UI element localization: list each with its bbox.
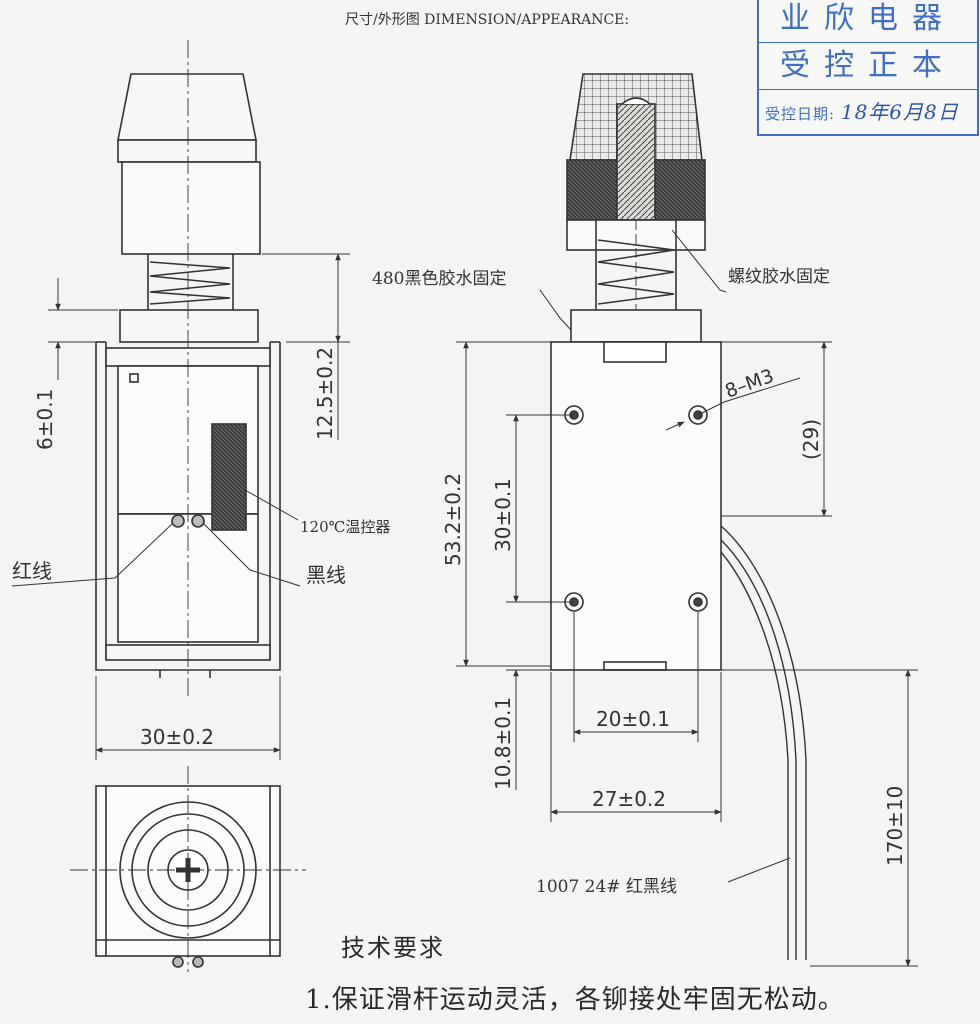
stamp-status: 受控正本 bbox=[759, 43, 977, 90]
tech-requirements-title: 技术要求 bbox=[341, 934, 445, 962]
label-thread-glue: 螺纹胶水固定 bbox=[728, 267, 830, 287]
dim-53-2: 53.2±0.2 bbox=[441, 473, 465, 566]
label-wire-spec: 1007 24# 红黑线 bbox=[536, 877, 677, 897]
label-black-wire: 黑线 bbox=[306, 563, 346, 587]
label-glue-480: 480黑色胶水固定 bbox=[372, 269, 506, 289]
front-view bbox=[95, 40, 281, 700]
bottom-view bbox=[70, 766, 306, 972]
dim-8-m3: 8–M3 bbox=[722, 365, 777, 403]
header-title: 尺寸/外形图 DIMENSION/APPEARANCE: bbox=[345, 12, 629, 28]
front-view-dimensions bbox=[11, 253, 350, 760]
dim-27: 27±0.2 bbox=[592, 787, 666, 811]
dim-10-8: 10.8±0.1 bbox=[491, 697, 515, 790]
side-view bbox=[550, 73, 807, 960]
dim-20: 20±0.1 bbox=[596, 707, 670, 731]
dim-170: 170±10 bbox=[883, 786, 907, 866]
label-thermostat: 120℃温控器 bbox=[300, 518, 390, 536]
dim-30-height: 30±0.1 bbox=[491, 478, 515, 552]
control-stamp: 业欣电器 受控正本 受控日期: 18年6月8日 bbox=[757, 0, 979, 136]
label-red-wire: 红线 bbox=[12, 559, 52, 583]
stamp-company: 业欣电器 bbox=[759, 0, 977, 43]
dim-29: (29) bbox=[799, 419, 823, 460]
side-view-dimensions bbox=[456, 229, 918, 967]
stamp-date-row: 受控日期: 18年6月8日 bbox=[759, 90, 977, 136]
dim-30-width: 30±0.2 bbox=[140, 725, 214, 749]
stamp-date-value: 18年6月8日 bbox=[840, 100, 959, 124]
stamp-date-label: 受控日期: bbox=[765, 105, 836, 123]
dim-6: 6±0.1 bbox=[33, 389, 57, 450]
tech-requirement-item: 1.保证滑杆运动灵活，各铆接处牢固无松动。 bbox=[305, 985, 845, 1015]
dim-12-5: 12.5±0.2 bbox=[313, 347, 337, 440]
